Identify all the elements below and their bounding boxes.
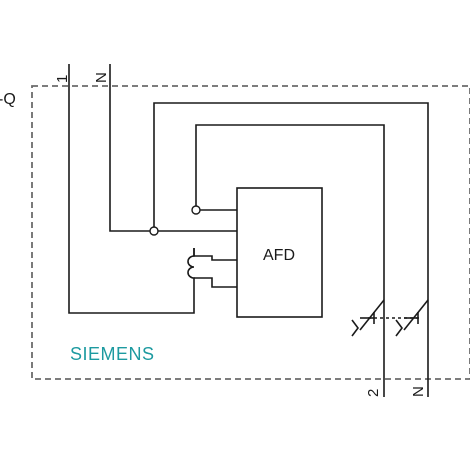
- phase-conductor-in: [68, 64, 195, 314]
- terminal-label-2: 2: [365, 389, 382, 397]
- device-designation: -Q: [0, 91, 16, 108]
- neutral-conductor-out: [153, 102, 429, 397]
- afd-unit-box: [236, 187, 323, 318]
- phase-contact: [351, 299, 385, 337]
- sensor-lead-bottom: [194, 277, 237, 288]
- device-enclosure-frame: [31, 85, 470, 380]
- afd-label: AFD: [263, 247, 295, 264]
- neutral-conductor-in: [109, 64, 237, 232]
- terminal-label-n-in: N: [93, 72, 110, 83]
- terminal-label-n-out: N: [410, 386, 427, 397]
- phase-conductor-out: [195, 124, 385, 397]
- brand-logo: SIEMENS: [70, 344, 155, 364]
- sensor-lead-top: [193, 248, 237, 261]
- phase-junction: [191, 205, 201, 215]
- terminal-label-1: 1: [54, 75, 71, 83]
- neutral-junction: [149, 226, 159, 236]
- current-sensor-coil: [187, 248, 195, 286]
